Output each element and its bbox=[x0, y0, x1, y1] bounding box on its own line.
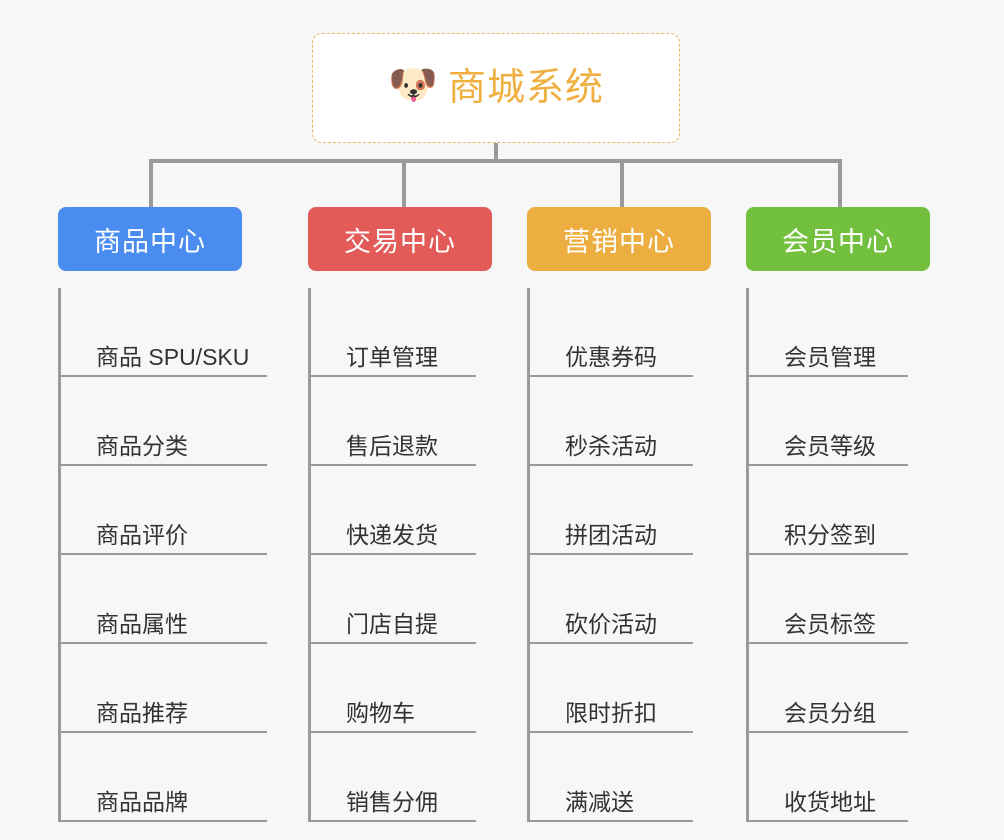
sub-item[interactable]: 满减送 bbox=[530, 733, 693, 822]
sub-item-label: 购物车 bbox=[346, 699, 415, 726]
category-label: 交易中心 bbox=[344, 226, 456, 257]
sub-item-label: 售后退款 bbox=[346, 432, 438, 459]
sub-item[interactable]: 商品评价 bbox=[61, 466, 267, 555]
category-box-member-center[interactable]: 会员中心 bbox=[746, 207, 930, 271]
sub-item-label: 收货地址 bbox=[784, 788, 876, 815]
category-label: 商品中心 bbox=[94, 226, 206, 257]
sub-item-list-member-center: 会员管理会员等级积分签到会员标签会员分组收货地址 bbox=[746, 288, 908, 822]
sub-item-label: 商品分类 bbox=[96, 432, 188, 459]
sub-item-label: 订单管理 bbox=[346, 343, 438, 370]
sub-item[interactable]: 秒杀活动 bbox=[530, 377, 693, 466]
sub-item-label: 商品属性 bbox=[96, 610, 188, 637]
sub-item-label: 会员标签 bbox=[784, 610, 876, 637]
sub-item-label: 商品评价 bbox=[96, 521, 188, 548]
sub-item[interactable]: 订单管理 bbox=[311, 288, 476, 377]
connector-drop-member-center bbox=[838, 159, 842, 207]
sub-item[interactable]: 会员分组 bbox=[749, 644, 908, 733]
sub-item[interactable]: 限时折扣 bbox=[530, 644, 693, 733]
sub-item-label: 商品品牌 bbox=[96, 788, 188, 815]
category-label: 会员中心 bbox=[782, 226, 894, 257]
column-trade-center: 交易中心订单管理售后退款快递发货门店自提购物车销售分佣 bbox=[308, 207, 492, 822]
sub-item[interactable]: 购物车 bbox=[311, 644, 476, 733]
sub-item[interactable]: 拼团活动 bbox=[530, 466, 693, 555]
sub-item[interactable]: 商品 SPU/SKU bbox=[61, 288, 267, 377]
sub-item[interactable]: 会员等级 bbox=[749, 377, 908, 466]
sub-item-label: 优惠券码 bbox=[565, 343, 657, 370]
sub-item-list-product-center: 商品 SPU/SKU 商品分类商品评价商品属性商品推荐商品品牌 bbox=[58, 288, 267, 822]
connector-drop-trade-center bbox=[402, 159, 406, 207]
sub-item[interactable]: 快递发货 bbox=[311, 466, 476, 555]
sub-item[interactable]: 售后退款 bbox=[311, 377, 476, 466]
sub-item-label: 会员等级 bbox=[784, 432, 876, 459]
root-node-title: 商城系统 bbox=[447, 67, 604, 109]
sub-item[interactable]: 商品推荐 bbox=[61, 644, 267, 733]
sub-item-list-trade-center: 订单管理售后退款快递发货门店自提购物车销售分佣 bbox=[308, 288, 476, 822]
sub-item-label: 会员管理 bbox=[784, 343, 876, 370]
connector-drop-product-center bbox=[149, 159, 153, 207]
sub-item[interactable]: 商品分类 bbox=[61, 377, 267, 466]
sub-item-label: 商品 SPU/SKU bbox=[96, 343, 250, 370]
sub-item-label: 拼团活动 bbox=[565, 521, 657, 548]
sub-item-label: 销售分佣 bbox=[346, 788, 438, 815]
sub-item[interactable]: 门店自提 bbox=[311, 555, 476, 644]
column-marketing-center: 营销中心优惠券码秒杀活动拼团活动砍价活动限时折扣满减送 bbox=[527, 207, 711, 822]
sub-item-label: 限时折扣 bbox=[565, 699, 657, 726]
sub-item[interactable]: 积分签到 bbox=[749, 466, 908, 555]
sub-item[interactable]: 收货地址 bbox=[749, 733, 908, 822]
sub-item-label: 秒杀活动 bbox=[565, 432, 657, 459]
sub-item[interactable]: 砍价活动 bbox=[530, 555, 693, 644]
sub-item[interactable]: 商品属性 bbox=[61, 555, 267, 644]
sub-item-label: 积分签到 bbox=[784, 521, 876, 548]
category-label: 营销中心 bbox=[563, 226, 675, 257]
category-box-marketing-center[interactable]: 营销中心 bbox=[527, 207, 711, 271]
sub-item[interactable]: 会员标签 bbox=[749, 555, 908, 644]
sub-item-label: 商品推荐 bbox=[96, 699, 188, 726]
sub-item[interactable]: 销售分佣 bbox=[311, 733, 476, 822]
column-product-center: 商品中心商品 SPU/SKU 商品分类商品评价商品属性商品推荐商品品牌 bbox=[58, 207, 267, 822]
sub-item-label: 快递发货 bbox=[346, 521, 438, 548]
root-node[interactable]: 🐶 商城系统 bbox=[312, 33, 680, 143]
sub-item-label: 会员分组 bbox=[784, 699, 876, 726]
sub-item-label: 砍价活动 bbox=[565, 610, 657, 637]
sub-item[interactable]: 优惠券码 bbox=[530, 288, 693, 377]
sub-item-label: 满减送 bbox=[565, 788, 634, 815]
connector-root-stem bbox=[494, 143, 498, 163]
category-box-product-center[interactable]: 商品中心 bbox=[58, 207, 242, 271]
connector-drop-marketing-center bbox=[620, 159, 624, 207]
category-box-trade-center[interactable]: 交易中心 bbox=[308, 207, 492, 271]
connector-horizontal-bar bbox=[149, 159, 840, 163]
sub-item-label: 门店自提 bbox=[346, 610, 438, 637]
dog-face-icon: 🐶 bbox=[387, 63, 438, 107]
sub-item[interactable]: 会员管理 bbox=[749, 288, 908, 377]
column-member-center: 会员中心会员管理会员等级积分签到会员标签会员分组收货地址 bbox=[746, 207, 930, 822]
sub-item-list-marketing-center: 优惠券码秒杀活动拼团活动砍价活动限时折扣满减送 bbox=[527, 288, 693, 822]
sub-item[interactable]: 商品品牌 bbox=[61, 733, 267, 822]
